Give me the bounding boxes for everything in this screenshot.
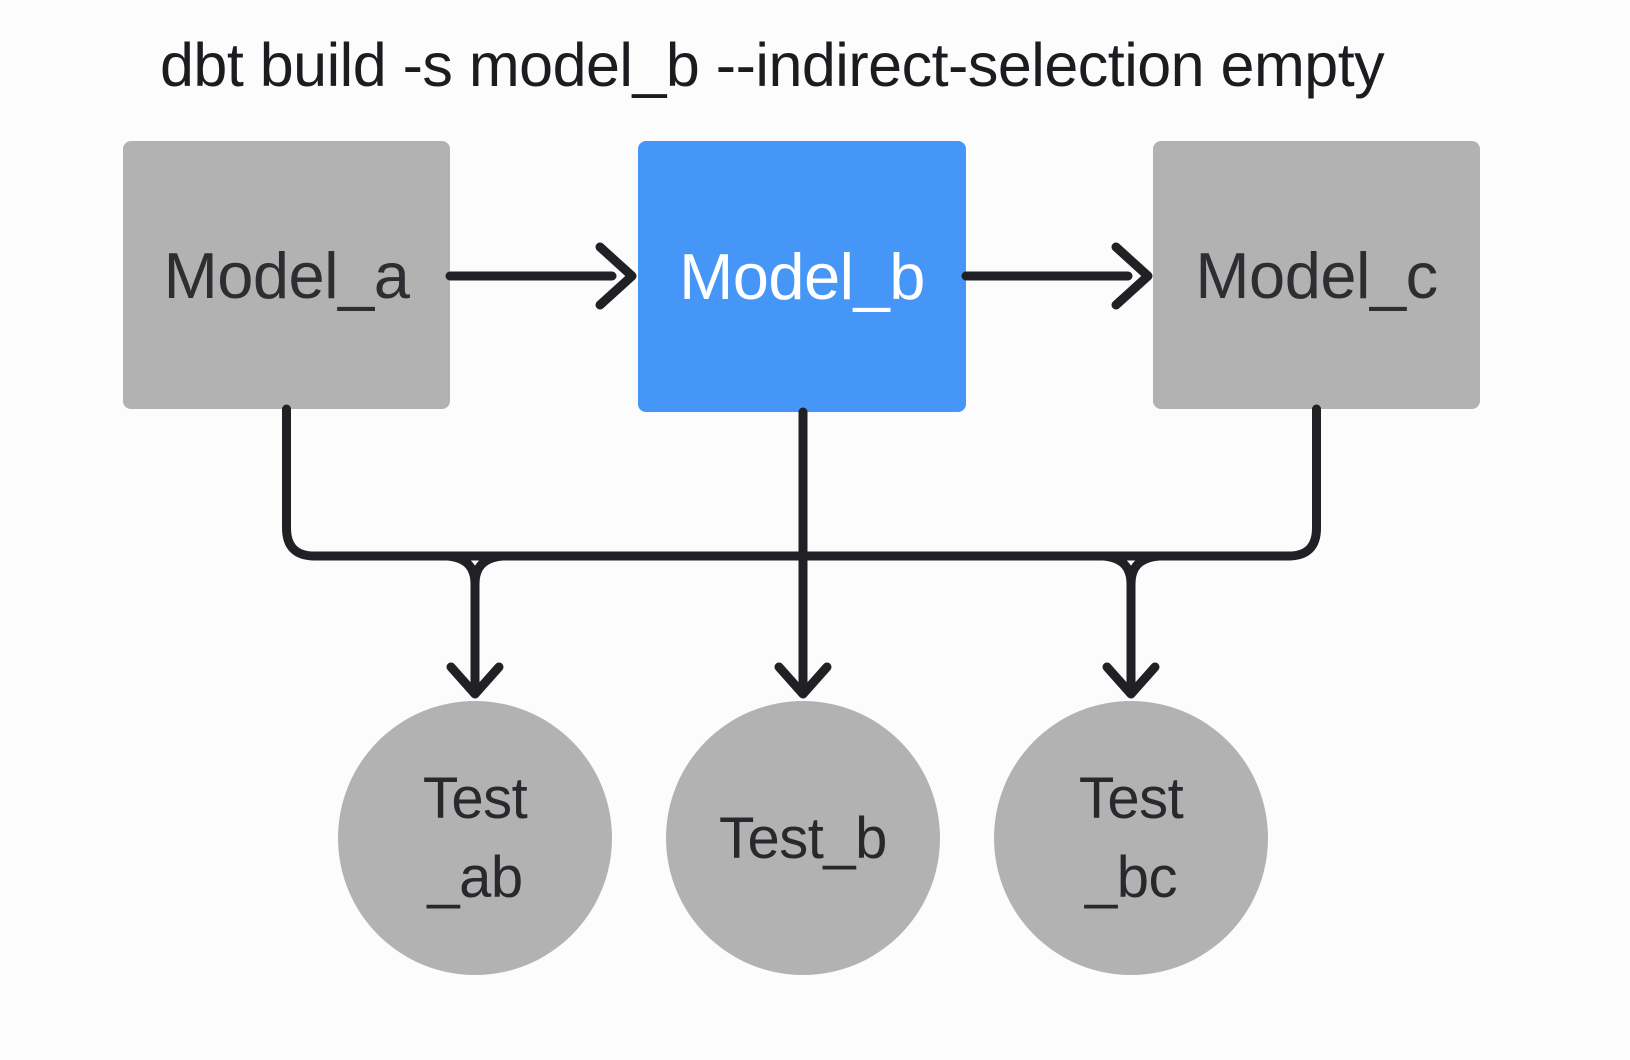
node-test-bc-label-line1: Test: [1078, 766, 1184, 831]
edge-model-a-to-model-b-arrowhead: [595, 242, 637, 310]
node-test-ab: Test _ab: [338, 701, 612, 975]
node-test-bc: Test _bc: [994, 701, 1268, 975]
node-model-c: Model_c: [1153, 141, 1480, 409]
edge-branch-test-bc-fillet-right: [1126, 551, 1164, 589]
edge-branch-test-bc-fillet-left: [1098, 551, 1136, 589]
node-model-c-label: Model_c: [1195, 238, 1438, 312]
node-model-a: Model_a: [123, 141, 450, 409]
edge-model-b-to-model-c-arrowhead: [1111, 242, 1153, 310]
node-test-bc-label-line2: _bc: [1084, 845, 1178, 910]
edge-branch-test-ab-fillet-right: [470, 551, 508, 589]
node-test-ab-label-line1: Test: [422, 766, 528, 831]
edge-branch-test-ab-fillet-left: [442, 551, 480, 589]
node-test-ab-label-line2: _ab: [427, 845, 523, 910]
node-model-a-label: Model_a: [163, 238, 410, 312]
diagram-title: dbt build -s model_b --indirect-selectio…: [160, 31, 1385, 99]
edge-test-bc-arrowhead: [1102, 662, 1160, 699]
node-model-b-selected: Model_b: [638, 141, 966, 412]
node-test-b: Test_b: [666, 701, 940, 975]
edge-model-a-drop: [282, 404, 805, 561]
edge-test-ab-arrowhead: [446, 662, 504, 699]
node-test-b-label-line1: Test_b: [719, 805, 887, 871]
edge-test-b-arrowhead: [774, 662, 832, 699]
node-model-b-label: Model_b: [679, 240, 925, 313]
edge-model-c-drop: [801, 404, 1321, 561]
